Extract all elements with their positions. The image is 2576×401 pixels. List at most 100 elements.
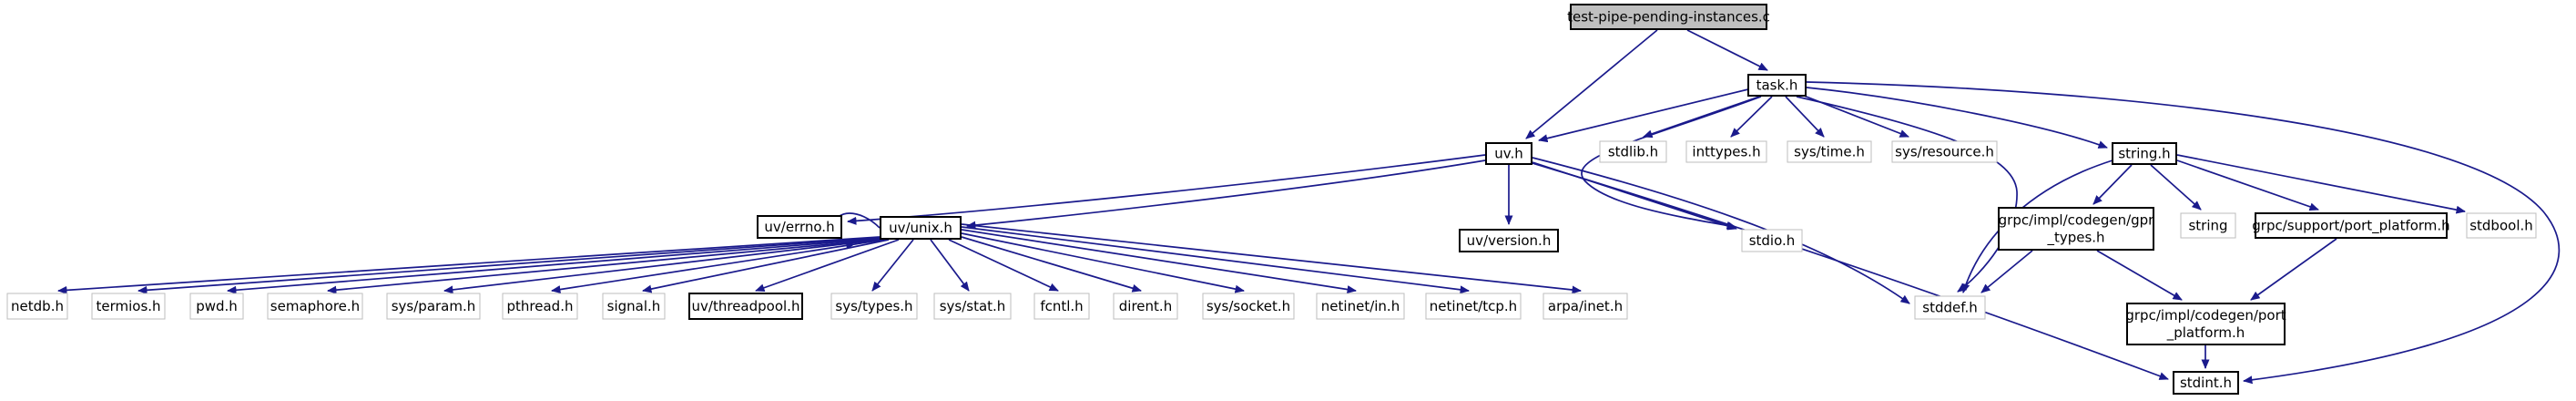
node-label-signal_h: signal.h xyxy=(607,298,661,314)
node-box-sys_param_h[interactable] xyxy=(386,293,481,320)
node-box-root[interactable] xyxy=(1570,4,1767,30)
node-string_h[interactable]: string.h xyxy=(2112,142,2177,165)
node-box-pwd_h[interactable] xyxy=(189,293,244,320)
node-box-sys_resource_h[interactable] xyxy=(1891,140,1998,163)
node-box-pthread_h[interactable] xyxy=(502,293,578,320)
node-sys_socket_h[interactable]: sys/socket.h xyxy=(1202,293,1295,320)
node-netinet_in_h[interactable]: netinet/in.h xyxy=(1316,293,1405,320)
node-stddef_h[interactable]: stddef.h xyxy=(1914,295,1986,320)
edge-string_h-to-string_std xyxy=(2150,164,2202,211)
node-uv_version_h[interactable]: uv/version.h xyxy=(1459,229,1559,252)
node-uv_h[interactable]: uv.h xyxy=(1485,142,1532,165)
node-uv_threadpool_h[interactable]: uv/threadpool.h xyxy=(688,293,803,320)
node-box-dirent_h[interactable] xyxy=(1113,293,1178,320)
node-label-pthread_h: pthread.h xyxy=(507,298,574,314)
node-label-pwd_h: pwd.h xyxy=(196,298,238,314)
edge-task_h-to-stdint_h xyxy=(1806,81,2561,385)
node-inttypes_h[interactable]: inttypes.h xyxy=(1685,140,1767,163)
node-stdlib_h[interactable]: stdlib.h xyxy=(1599,140,1667,163)
node-box-sys_types_h[interactable] xyxy=(830,293,918,320)
edge-uv_h-to-stdint_h xyxy=(1532,162,2169,380)
node-pwd_h[interactable]: pwd.h xyxy=(189,293,244,320)
node-arpa_inet_h[interactable]: arpa/inet.h xyxy=(1543,293,1628,320)
node-root[interactable]: test-pipe-pending-instances.c xyxy=(1567,4,1770,30)
edge-uv_unix_h-to-pthread_h xyxy=(551,239,885,294)
edge-uv_unix_h-to-netinet_in_h xyxy=(961,229,1357,293)
node-uv_unix_h[interactable]: uv/unix.h xyxy=(880,216,962,240)
node-box-sys_time_h[interactable] xyxy=(1787,140,1872,163)
edge-uv_unix_h-to-sys_socket_h xyxy=(961,232,1245,293)
node-label-sys_types_h: sys/types.h xyxy=(835,298,912,314)
node-support_port_platform_h[interactable]: grpc/support/port_platform.h xyxy=(2252,212,2450,239)
node-netinet_tcp_h[interactable]: netinet/tcp.h xyxy=(1425,293,1522,320)
node-gpr_types_h[interactable]: grpc/impl/codegen/gpr_types.h xyxy=(1998,207,2155,251)
edge-uv_unix_h-to-netdb_h xyxy=(57,236,881,294)
node-string_std[interactable]: string xyxy=(2180,212,2236,239)
node-semaphore_h[interactable]: semaphore.h xyxy=(267,293,363,320)
edge-uv_unix_h-to-semaphore_h xyxy=(327,239,881,294)
node-stdint_h[interactable]: stdint.h xyxy=(2173,371,2239,395)
node-label-netinet_in_h: netinet/in.h xyxy=(1321,298,1400,314)
node-uv_errno_h[interactable]: uv/errno.h xyxy=(757,215,842,239)
node-box-stdio_h[interactable] xyxy=(1741,229,1803,252)
node-label-semaphore_h: semaphore.h xyxy=(270,298,360,314)
node-codegen_port_platform_h[interactable]: grpc/impl/codegen/port_platform.h xyxy=(2125,303,2286,345)
node-dirent_h[interactable]: dirent.h xyxy=(1113,293,1178,320)
node-label-stdlib_h: stdlib.h xyxy=(1608,144,1658,160)
node-label-inttypes_h: inttypes.h xyxy=(1692,144,1760,160)
node-box-string_h[interactable] xyxy=(2112,142,2177,165)
node-box-sys_stat_h[interactable] xyxy=(933,293,1012,320)
node-box-stdbool_h[interactable] xyxy=(2466,212,2537,239)
node-box-semaphore_h[interactable] xyxy=(267,293,363,320)
node-box-uv_unix_h[interactable] xyxy=(880,216,962,240)
node-box-task_h[interactable] xyxy=(1747,74,1807,97)
edge-task_h-to-uv_h xyxy=(1538,88,1749,143)
node-box-inttypes_h[interactable] xyxy=(1685,140,1767,163)
node-box-stdlib_h[interactable] xyxy=(1599,140,1667,163)
node-box-netinet_tcp_h[interactable] xyxy=(1425,293,1522,320)
node-box-string_std[interactable] xyxy=(2180,212,2236,239)
node-box-support_port_platform_h[interactable] xyxy=(2255,212,2448,239)
node-stdbool_h[interactable]: stdbool.h xyxy=(2466,212,2537,239)
node-box-fcntl_h[interactable] xyxy=(1033,293,1090,320)
node-netdb_h[interactable]: netdb.h xyxy=(6,293,68,320)
node-label-netdb_h: netdb.h xyxy=(11,298,64,314)
node-box-arpa_inet_h[interactable] xyxy=(1543,293,1628,320)
node-box-netdb_h[interactable] xyxy=(6,293,68,320)
node-label-gpr_types_h: grpc/impl/codegen/gpr_types.h xyxy=(1999,212,2155,247)
node-sys_stat_h[interactable]: sys/stat.h xyxy=(933,293,1012,320)
node-box-signal_h[interactable] xyxy=(602,293,666,320)
node-sys_resource_h[interactable]: sys/resource.h xyxy=(1891,140,1998,163)
edge-uv_unix_h-to-uv_threadpool_h xyxy=(755,239,900,293)
node-box-stddef_h[interactable] xyxy=(1914,295,1986,320)
node-box-uv_threadpool_h[interactable] xyxy=(688,293,803,320)
node-box-stdint_h[interactable] xyxy=(2173,371,2239,395)
node-label-uv_unix_h: uv/unix.h xyxy=(889,220,952,236)
node-box-gpr_types_h[interactable] xyxy=(1998,207,2154,251)
node-box-uv_h[interactable] xyxy=(1485,142,1532,165)
node-sys_time_h[interactable]: sys/time.h xyxy=(1787,140,1872,163)
node-label-root: test-pipe-pending-instances.c xyxy=(1567,9,1770,26)
node-sys_types_h[interactable]: sys/types.h xyxy=(830,293,918,320)
edge-root-to-task_h xyxy=(1686,29,1768,71)
node-label-uv_h: uv.h xyxy=(1494,146,1523,162)
node-label-stdbool_h: stdbool.h xyxy=(2469,218,2533,234)
node-box-uv_errno_h[interactable] xyxy=(757,215,842,239)
node-termios_h[interactable]: termios.h xyxy=(91,293,166,320)
node-box-codegen_port_platform_h[interactable] xyxy=(2126,303,2286,345)
node-pthread_h[interactable]: pthread.h xyxy=(502,293,578,320)
edge-root-to-uv_h xyxy=(1525,29,1658,139)
node-box-uv_version_h[interactable] xyxy=(1459,229,1559,252)
node-box-sys_socket_h[interactable] xyxy=(1202,293,1295,320)
node-stdio_h[interactable]: stdio.h xyxy=(1741,229,1803,252)
edge-task_h-to-sys_time_h xyxy=(1785,96,1825,138)
node-signal_h[interactable]: signal.h xyxy=(602,293,666,320)
node-fcntl_h[interactable]: fcntl.h xyxy=(1033,293,1090,320)
node-sys_param_h[interactable]: sys/param.h xyxy=(386,293,481,320)
node-label-stddef_h: stddef.h xyxy=(1922,300,1977,316)
node-task_h[interactable]: task.h xyxy=(1747,74,1807,97)
node-box-netinet_in_h[interactable] xyxy=(1316,293,1405,320)
node-box-termios_h[interactable] xyxy=(91,293,166,320)
edge-uv_unix_h-to-fcntl_h xyxy=(948,239,1059,292)
